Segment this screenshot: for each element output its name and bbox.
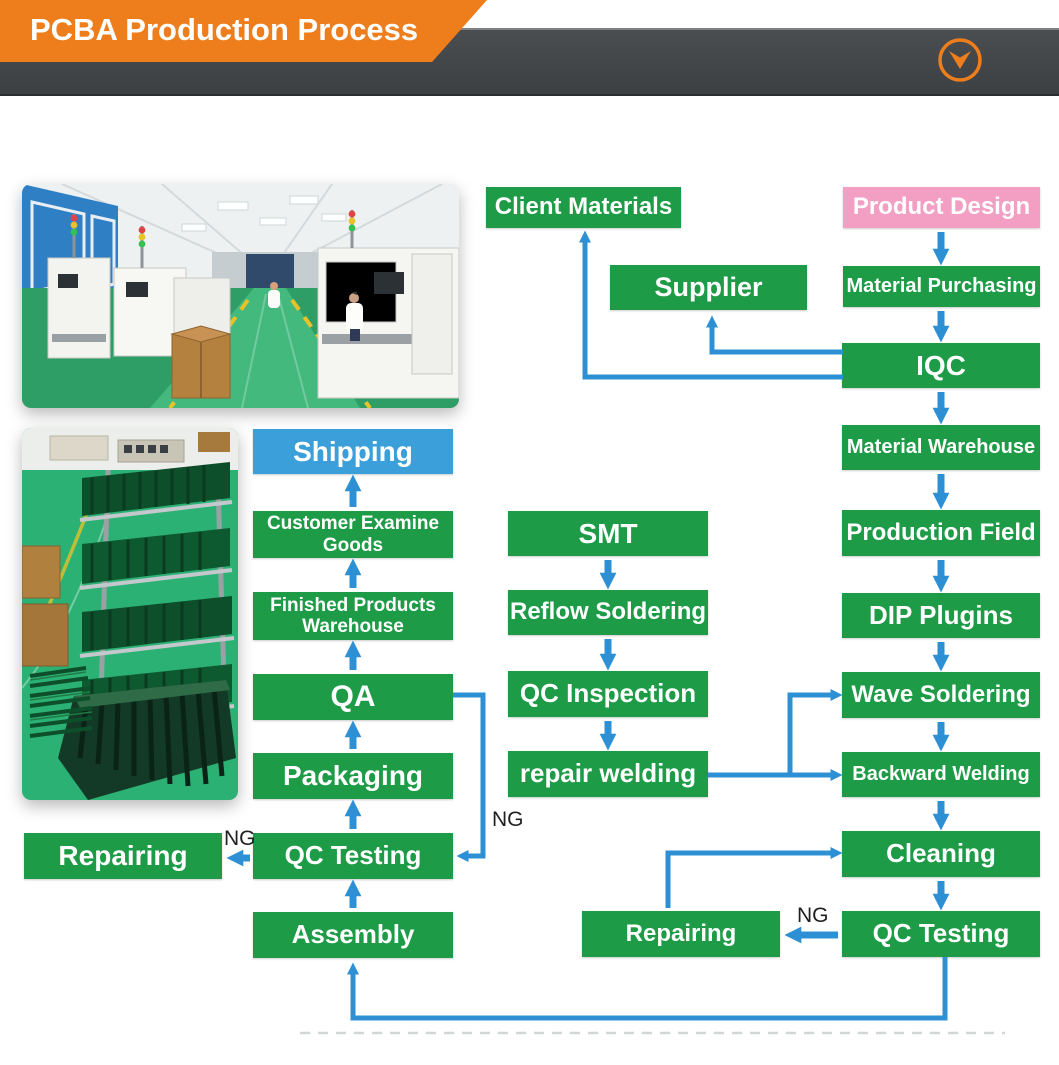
flow-node-product-design: Product Design (843, 187, 1040, 228)
flow-node-material-purchasing: Material Purchasing (843, 266, 1040, 307)
flow-node-repair-welding: repair welding (508, 751, 708, 797)
flow-node-shipping: Shipping (253, 429, 453, 474)
flow-node-material-warehouse: Material Warehouse (842, 425, 1040, 470)
flow-node-qc-testing-left: QC Testing (253, 833, 453, 879)
chevron-down-icon (938, 38, 982, 82)
flow-node-repairing-left: Repairing (24, 833, 222, 879)
flow-node-qc-inspection: QC Inspection (508, 671, 708, 717)
scroll-down-button[interactable] (936, 36, 984, 84)
pcb-rack-photo (22, 428, 238, 800)
flow-node-repairing-mid: Repairing (582, 911, 780, 957)
flow-node-assembly: Assembly (253, 912, 453, 958)
smt-production-line-photo (22, 184, 459, 408)
flow-node-client-materials: Client Materials (486, 187, 681, 228)
flow-node-qc-testing-right: QC Testing (842, 911, 1040, 957)
flow-node-cleaning: Cleaning (842, 831, 1040, 877)
flow-node-packaging: Packaging (253, 753, 453, 799)
flow-node-smt: SMT (508, 511, 708, 556)
flow-node-iqc: IQC (842, 343, 1040, 388)
flow-node-customer-examine-goods: Customer Examine Goods (253, 511, 453, 558)
smt-factory-illustration (22, 184, 459, 408)
flow-node-wave-soldering: Wave Soldering (842, 672, 1040, 718)
flow-node-dip-plugins: DIP Plugins (842, 593, 1040, 638)
ng-label-left: NG (224, 827, 256, 850)
flow-node-qa: QA (253, 674, 453, 720)
flow-node-backward-welding: Backward Welding (842, 752, 1040, 797)
flow-node-finished-products-warehouse: Finished Products Warehouse (253, 592, 453, 640)
flow-node-supplier: Supplier (610, 265, 807, 310)
flow-node-production-field: Production Field (842, 510, 1040, 556)
ng-label-right: NG (797, 904, 829, 927)
flow-node-reflow-soldering: Reflow Soldering (508, 590, 708, 635)
page-title: PCBA Production Process (30, 12, 419, 47)
header-ribbon (0, 0, 487, 62)
pcb-rack-illustration (22, 428, 238, 800)
ng-label-mid: NG (492, 808, 524, 831)
